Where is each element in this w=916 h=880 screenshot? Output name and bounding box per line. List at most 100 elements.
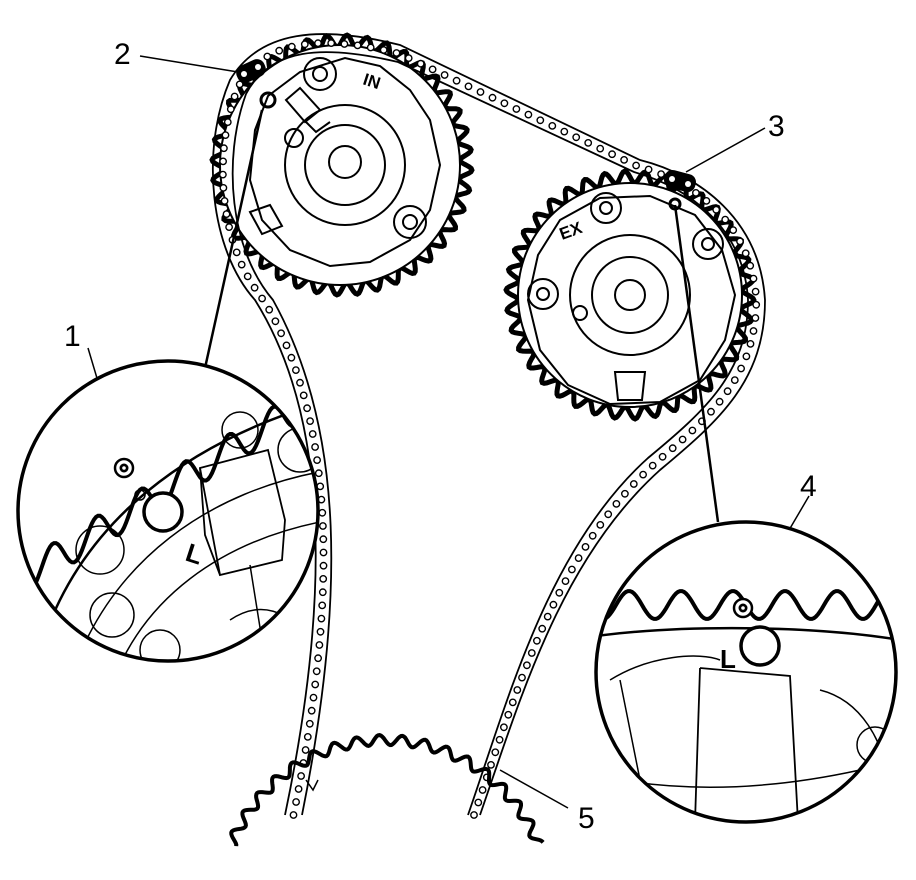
chain-link [219,183,228,192]
intake-label: IN [361,70,383,93]
timing-chain [211,33,766,819]
chain-link [572,133,581,142]
chain-link [300,40,309,49]
chain-link [297,772,305,780]
chain-link [305,719,314,728]
chain-link [741,249,750,258]
chain-link [299,391,308,400]
chain-link [657,170,665,179]
chain-link [692,188,700,197]
chain-link [307,706,316,715]
chain-link [289,811,298,819]
chain-link [536,116,545,125]
chain-link [555,588,564,597]
chain-link [265,305,274,314]
chain-link [730,376,739,384]
chain-link [513,686,522,694]
chain-link [746,339,755,348]
chain-link [226,105,235,114]
chain-link [729,226,738,235]
chain-link [392,49,401,57]
chain-link [491,748,500,757]
chain-link [230,92,239,101]
chain-link [476,88,485,96]
chain-link [749,274,758,283]
chain-link [223,118,232,127]
chain-link [235,80,244,89]
chain-link [478,786,487,794]
chain-link [523,661,531,670]
chain-link [560,127,569,136]
callout-1: 1 [64,320,81,353]
chain-link [306,417,314,425]
chain-link [225,223,234,232]
chain-link [416,59,425,68]
chain-link [512,105,521,113]
chain-link [287,42,296,51]
chain-link [319,548,328,557]
chain-link [301,746,310,754]
leader-lines [203,109,720,523]
chain-link [219,144,228,153]
chain-link [222,210,231,219]
chain-link [746,261,755,270]
chain-link [668,444,677,453]
chain-link [287,353,296,362]
callout-2: 2 [114,38,131,71]
chain-link [277,329,285,338]
chain-link [317,614,326,623]
chain-link [487,761,495,769]
chain-link [296,378,304,387]
chain-link [548,122,557,130]
chain-link [702,196,711,205]
chain-link [715,397,724,406]
chain-link [561,577,570,585]
chain-link [232,248,241,257]
chain-link [263,52,272,61]
chain-link [508,698,517,707]
chain-link [312,667,321,676]
chain-link [452,76,461,85]
chain-link [752,300,761,309]
chain-link [707,407,715,416]
chain-link [584,138,593,147]
chain-link [632,161,640,170]
chain-link [533,636,541,645]
chain-link [518,673,526,682]
chain-link [258,294,266,303]
timing-mark-link-3 [664,169,696,193]
chain-link [282,341,291,350]
chain-link [404,54,413,62]
callout-5: 5 [578,802,595,835]
chain-link [353,41,362,50]
chain-link [495,735,504,744]
chain-link [318,601,327,610]
chain-link [500,99,509,108]
chain-link [220,197,229,205]
chain-link [275,46,284,55]
chain-link [308,430,317,438]
chain-link [303,733,312,741]
chain-link [237,260,246,269]
chain-link [314,469,323,478]
chain-link [470,811,478,819]
chain-link [596,521,605,529]
chain-link [271,317,280,326]
chain-link [309,693,318,702]
chain-link [319,535,328,544]
crank-sprocket [229,733,545,847]
chain-link [315,641,324,649]
chain-link [639,470,647,479]
chain-link [318,588,327,597]
chain-link [366,43,375,52]
chain-link [474,798,483,807]
detail-right-label: L [720,644,736,674]
chain-link [291,366,300,374]
chain-link [318,508,327,517]
chain-link [243,272,252,281]
chain-link [749,327,758,335]
chain-link [524,110,533,119]
chain-link [318,522,327,530]
chain-link [608,150,616,159]
